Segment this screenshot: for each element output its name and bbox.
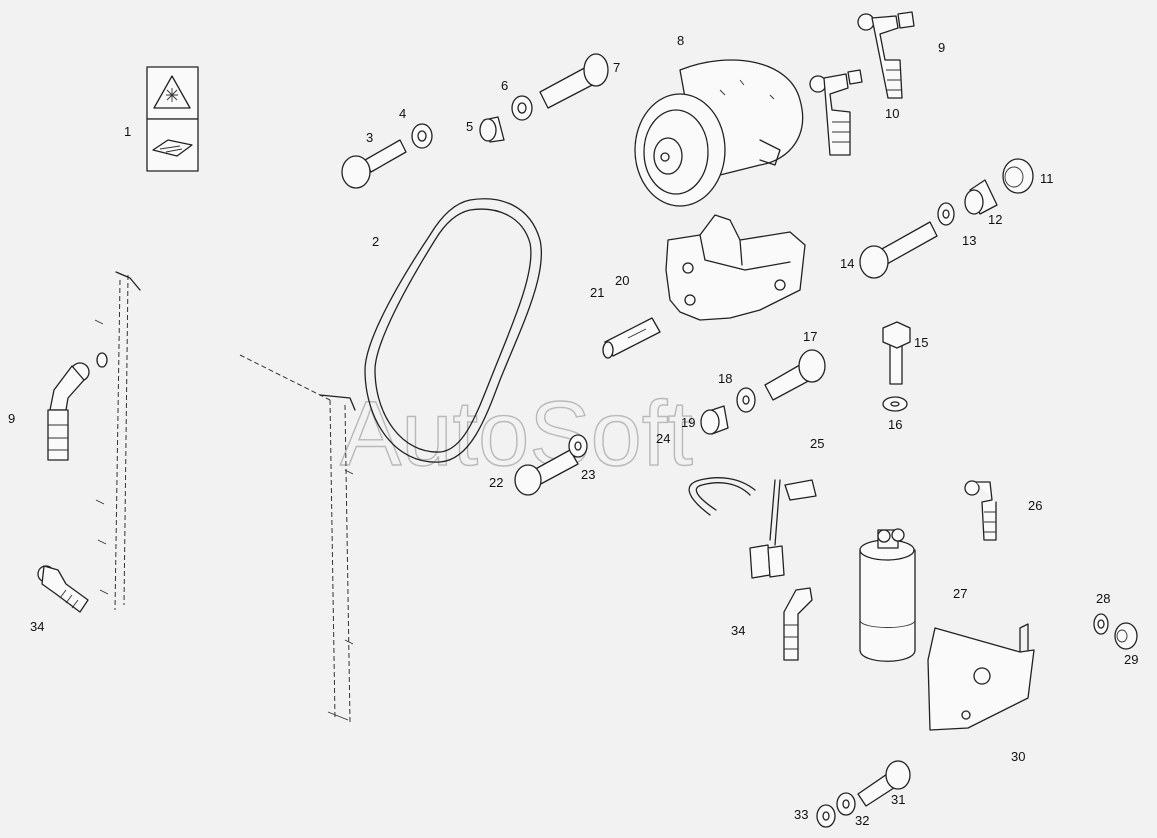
callout-13: 13: [962, 233, 976, 248]
washer-32: [836, 792, 856, 816]
callout-17: 17: [803, 329, 817, 344]
callout-11: 11: [1040, 171, 1054, 186]
callout-29: 29: [1124, 652, 1138, 667]
washer-23: [568, 434, 588, 458]
callout-30: 30: [1011, 749, 1025, 764]
callout-25: 25: [810, 436, 824, 451]
callout-27: 27: [953, 586, 967, 601]
tube-24: [688, 477, 756, 516]
callout-18: 18: [718, 371, 732, 386]
hose-fitting-34-left: [37, 565, 89, 613]
callout-2: 2: [372, 234, 379, 249]
callout-15: 15: [914, 335, 928, 350]
callout-21: 21: [590, 285, 604, 300]
drive-belt: [364, 198, 542, 463]
bushing-19: [700, 405, 729, 435]
callout-8: 8: [677, 33, 684, 48]
snowflake-warning-triangle-icon: [153, 75, 191, 109]
callout-19: 19: [681, 415, 695, 430]
callout-33: 33: [794, 807, 808, 822]
washer-33: [816, 804, 836, 828]
ac-compressor: [634, 59, 804, 207]
callout-24: 24: [656, 431, 670, 446]
bolt-17: [764, 349, 826, 401]
bolt-14: [859, 221, 938, 279]
callout-26: 26: [1028, 498, 1042, 513]
washer-16: [882, 396, 908, 412]
mounting-plate-30: [927, 623, 1035, 731]
callout-14: 14: [840, 256, 854, 271]
receiver-drier-27: [859, 528, 916, 662]
callout-32: 32: [855, 813, 869, 828]
callout-12: 12: [988, 212, 1002, 227]
callout-23: 23: [581, 467, 595, 482]
callout-34-center: 34: [731, 623, 745, 638]
decal-warning-panel: [146, 66, 199, 120]
washer-6: [511, 95, 533, 121]
sleeve-12: [964, 179, 998, 215]
callout-labels: 1 2 3 4 5 6 7 8 9 10 11 12 13 14 15 16 1…: [8, 33, 1138, 828]
decal-manual-panel: [146, 118, 199, 172]
washer-13: [937, 202, 955, 226]
frame-rail-center: [239, 354, 356, 723]
callout-10: 10: [885, 106, 899, 121]
washer-18: [736, 387, 756, 413]
washer-4: [411, 123, 433, 149]
frame-rail-left: [94, 271, 141, 611]
pressure-switch-25: [749, 479, 817, 579]
callout-28: 28: [1096, 591, 1110, 606]
callout-1: 1: [124, 124, 131, 139]
bushing-5: [479, 116, 505, 143]
hose-fitting-10: [809, 69, 863, 156]
manual-book-icon: [152, 139, 193, 157]
hose-fitting-34-center: [783, 587, 813, 661]
callout-31: 31: [891, 792, 905, 807]
washer-28: [1093, 613, 1109, 635]
callout-16: 16: [888, 417, 902, 432]
hose-fitting-26: [964, 480, 997, 541]
bolt-31: [857, 760, 911, 807]
callout-9-left: 9: [8, 411, 15, 426]
callout-5: 5: [466, 119, 473, 134]
bolt-3: [341, 139, 407, 189]
nut-29: [1114, 622, 1138, 650]
watermark-text: AutoSoft: [340, 383, 693, 485]
cap-11: [1002, 158, 1034, 194]
bolt-22: [514, 449, 579, 496]
bolt-15: [882, 321, 911, 385]
compressor-bracket: [665, 214, 806, 321]
callout-7: 7: [613, 60, 620, 75]
hose-fitting-9-top: [857, 11, 915, 99]
callout-20: 20: [615, 273, 629, 288]
callout-6: 6: [501, 78, 508, 93]
callout-4: 4: [399, 106, 406, 121]
callout-3: 3: [366, 130, 373, 145]
callout-9-top: 9: [938, 40, 945, 55]
pin-21: [602, 317, 661, 359]
hose-fitting-9-left: [47, 352, 108, 461]
bolt-7: [539, 53, 609, 109]
callout-22: 22: [489, 475, 503, 490]
callout-34-left: 34: [30, 619, 44, 634]
